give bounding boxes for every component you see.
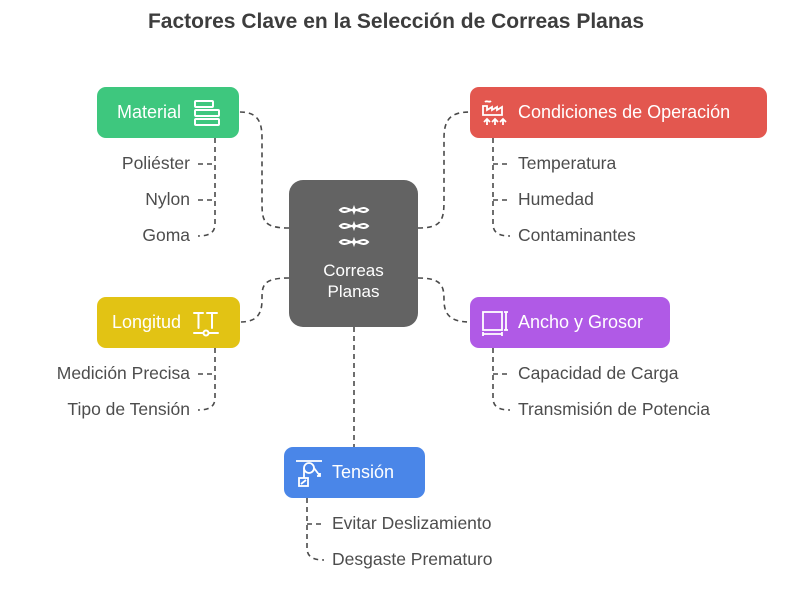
longitud-node: Longitud: [97, 297, 240, 348]
tension-item-desgaste: Desgaste Prematuro: [332, 549, 493, 569]
link-condiciones: [417, 111, 471, 229]
central-label: Correas Planas: [289, 260, 418, 302]
dimension-icon: [480, 308, 510, 338]
factory-icon: [480, 98, 510, 128]
branch-longitud: [197, 348, 216, 411]
text-size-icon: [191, 308, 221, 338]
central-label-line1: Correas: [323, 261, 384, 280]
central-label-line2: Planas: [327, 282, 380, 301]
condiciones-item-humedad: Humedad: [518, 189, 594, 209]
condiciones-node: Condiciones de Operación: [470, 87, 767, 138]
material-node: Material: [97, 87, 239, 138]
link-longitud: [239, 277, 290, 323]
branch-ancho: [492, 348, 511, 411]
tension-node: Tensión: [284, 447, 425, 498]
material-item-nylon: Nylon: [145, 189, 190, 209]
condiciones-item-temperatura: Temperatura: [518, 153, 617, 173]
condiciones-item-contaminantes: Contaminantes: [518, 225, 636, 245]
branch-tension: [306, 498, 325, 561]
ancho-item-transmision: Transmisión de Potencia: [518, 399, 710, 419]
belt-icon: [338, 204, 370, 248]
branch-condiciones: [492, 138, 511, 237]
central-node: Correas Planas: [289, 180, 418, 327]
tension-item-deslizamiento: Evitar Deslizamiento: [332, 513, 492, 533]
link-material: [238, 111, 290, 229]
list-icon: [191, 98, 223, 128]
ancho-node: Ancho y Grosor: [470, 297, 670, 348]
diagram-title: Factores Clave en la Selección de Correa…: [147, 10, 645, 33]
material-item-goma: Goma: [142, 225, 190, 245]
tension-label: Tensión: [332, 462, 395, 482]
pulley-icon: [294, 458, 324, 488]
material-item-poliester: Poliéster: [121, 153, 190, 173]
condiciones-label: Condiciones de Operación: [518, 102, 731, 122]
longitud-label: Longitud: [112, 312, 182, 332]
branch-material: [197, 138, 216, 237]
material-label: Material: [117, 102, 182, 122]
longitud-item-tipo-tension: Tipo de Tensión: [67, 399, 190, 419]
ancho-item-capacidad: Capacidad de Carga: [518, 363, 679, 383]
ancho-label: Ancho y Grosor: [518, 312, 644, 332]
longitud-item-medicion: Medición Precisa: [56, 363, 190, 383]
link-ancho: [417, 277, 471, 323]
